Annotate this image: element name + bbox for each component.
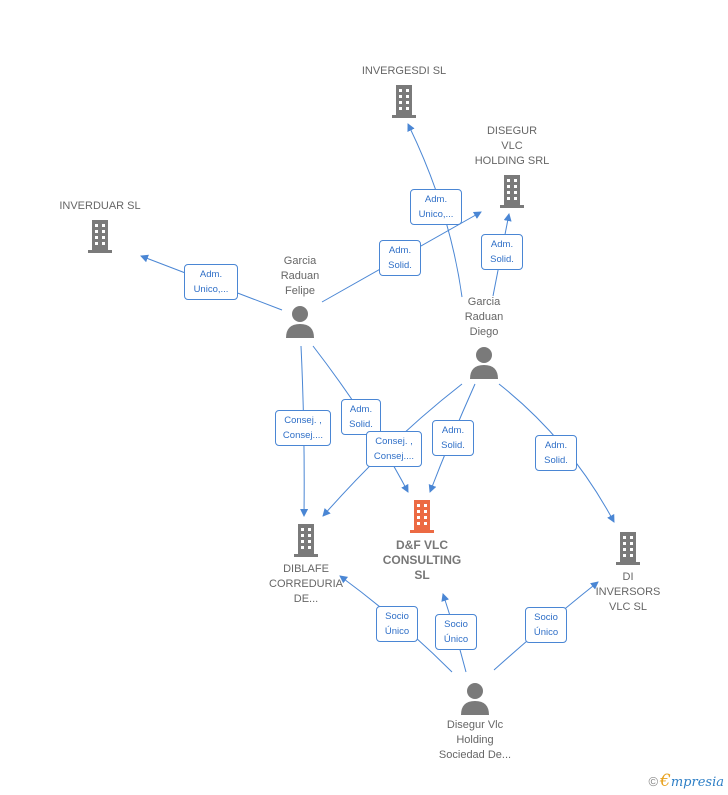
node-label: Garcia Raduan Diego [464,296,504,338]
node-label: INVERGESDI SL [361,65,447,77]
relation-label-diego-inversors[interactable]: Adm. Solid. [535,435,577,471]
relation-label-diego-dfvlc[interactable]: Adm. Solid. [432,420,474,456]
node-label: D&F VLC CONSULTING SL [382,538,462,582]
building-icon [392,85,416,118]
person-icon [286,306,314,338]
node-df-vlc-consulting[interactable]: D&F VLC CONSULTING SL [372,498,472,583]
node-disegur-vlc-holding-sociedad[interactable]: Disegur Vlc Holding Sociedad De... [420,682,530,763]
node-label: Garcia Raduan Felipe [280,255,320,297]
node-di-inversors[interactable]: DI INVERSORS VLC SL [588,530,668,615]
node-diblafe-correduria[interactable]: DIBLAFE CORREDURIA DE... [262,522,350,607]
building-icon [500,175,524,208]
node-label: INVERDUAR SL [59,200,141,212]
relation-label-sociedad-diblafe[interactable]: Socio Único [376,606,418,642]
empresia-watermark: ©€mpresia [648,771,724,791]
building-icon [88,220,112,253]
node-label: DIBLAFE CORREDURIA DE... [269,563,343,605]
relation-label-felipe-disegur[interactable]: Adm. Solid. [379,240,421,276]
person-icon [470,347,498,379]
building-icon [616,532,640,565]
brand-logo-initial: € [660,771,671,791]
node-label: Disegur Vlc Holding Sociedad De... [438,719,512,761]
relation-label-felipe-inverduar[interactable]: Adm. Unico,... [184,264,238,300]
relation-label-felipe-diblafe[interactable]: Consej. , Consej.... [275,410,331,446]
node-garcia-raduan-diego[interactable]: Garcia Raduan Diego [446,295,522,380]
relation-label-diego-invergesdi[interactable]: Adm. Unico,... [410,189,462,225]
relation-label-diego-disegur[interactable]: Adm. Solid. [481,234,523,270]
relation-label-sociedad-inversors[interactable]: Socio Único [525,607,567,643]
node-label: DI INVERSORS VLC SL [595,571,661,613]
node-disegur-vlc-holding[interactable]: DISEGUR VLC HOLDING SRL [456,124,568,209]
node-label: DISEGUR VLC HOLDING SRL [474,125,550,167]
relation-label-felipe-dfvlc[interactable]: Adm. Solid. [341,399,381,435]
node-inverduar[interactable]: INVERDUAR SL [44,199,156,254]
node-garcia-raduan-felipe[interactable]: Garcia Raduan Felipe [262,254,338,339]
building-icon [294,524,318,557]
brand-logo-text: mpresia [670,775,724,790]
relation-label-diego-diblafe[interactable]: Consej. , Consej.... [366,431,422,467]
person-icon [461,683,489,715]
building-icon [410,500,434,533]
relation-label-sociedad-dfvlc[interactable]: Socio Único [435,614,477,650]
node-invergesdi[interactable]: INVERGESDI SL [344,64,464,119]
copyright-symbol: © [648,774,659,789]
